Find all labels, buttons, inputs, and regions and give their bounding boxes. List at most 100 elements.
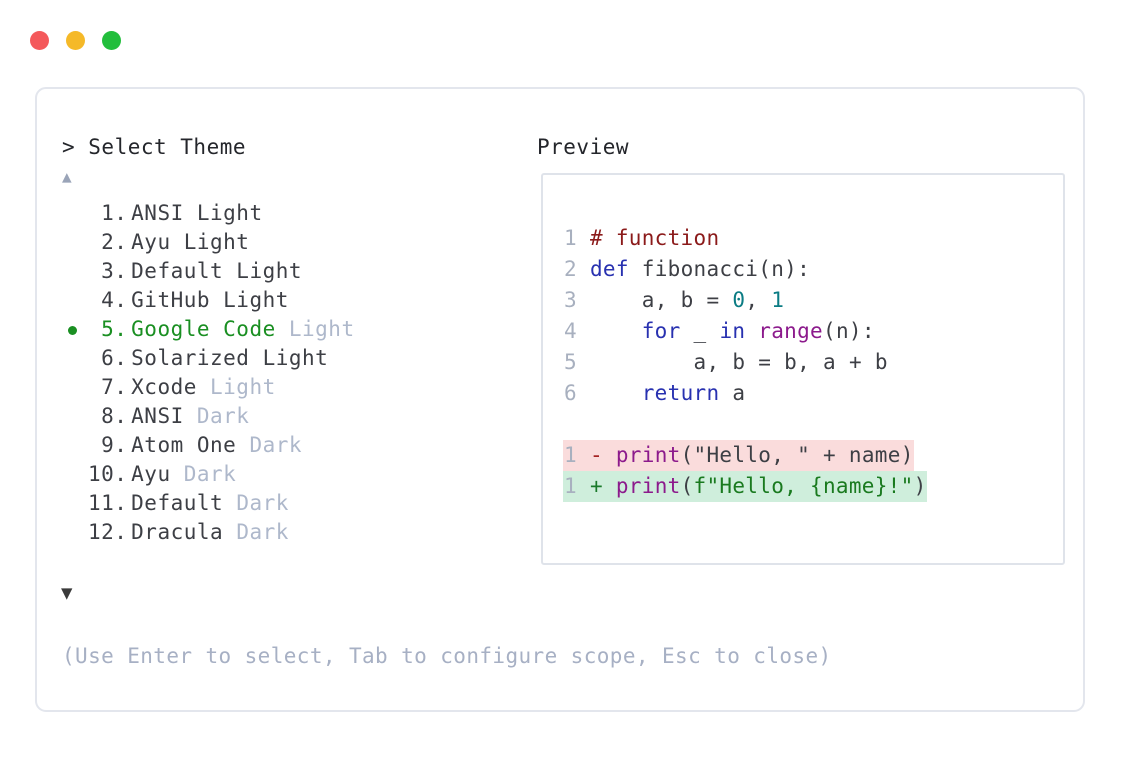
theme-list-item[interactable]: 8. ANSI Dark bbox=[62, 402, 532, 431]
code-token-plain: n bbox=[835, 319, 849, 343]
code-token-plain bbox=[590, 288, 642, 312]
theme-item-number: 4. bbox=[88, 288, 128, 312]
prompt-label: > Select Theme bbox=[62, 135, 247, 159]
theme-list-item[interactable]: 5. Google Code Light bbox=[62, 315, 532, 344]
preview-label: Preview bbox=[537, 135, 630, 159]
code-token-plain: + bbox=[848, 350, 862, 374]
diff-line-number: 1 bbox=[564, 474, 577, 498]
theme-item-number: 12. bbox=[88, 520, 128, 544]
code-token-plain bbox=[590, 319, 642, 343]
theme-item-name: Google Code bbox=[131, 317, 276, 341]
code-line-number: 5 bbox=[564, 350, 577, 374]
code-token-plain: = bbox=[706, 288, 720, 312]
theme-item-number: 11. bbox=[88, 491, 128, 515]
code-token-plain bbox=[629, 257, 642, 281]
theme-item-number: 8. bbox=[88, 404, 128, 428]
code-token-plain: fibonacci bbox=[641, 257, 759, 281]
scroll-down-arrow-icon[interactable]: ▼ bbox=[61, 582, 73, 604]
code-token-plain bbox=[719, 350, 732, 374]
code-token-plain bbox=[694, 288, 707, 312]
code-token-keyword: in bbox=[719, 319, 746, 343]
theme-list-item[interactable]: 3. Default Light bbox=[62, 257, 532, 286]
code-spacer bbox=[563, 409, 927, 440]
code-line-number: 6 bbox=[564, 381, 577, 405]
code-token-plain: n bbox=[771, 257, 785, 281]
code-token-func: range bbox=[758, 319, 823, 343]
code-token-plain bbox=[771, 350, 784, 374]
code-token-plain: + bbox=[823, 443, 836, 467]
code-token-plain: ): bbox=[848, 319, 875, 343]
theme-list[interactable]: 1. ANSI Light 2. Ayu Light 3. Default Li… bbox=[62, 199, 532, 547]
diff-highlight: 1 + print(f"Hello, {name}!") bbox=[563, 471, 927, 502]
code-token-plain: ( bbox=[680, 474, 694, 498]
code-token-func: print bbox=[615, 443, 681, 467]
theme-item-number: 10. bbox=[88, 462, 128, 486]
window-controls bbox=[30, 31, 121, 50]
code-token-plain bbox=[668, 288, 681, 312]
theme-list-item[interactable]: 6. Solarized Light bbox=[62, 344, 532, 373]
code-token-plain: (" bbox=[680, 443, 707, 467]
code-token-plain: Hello bbox=[706, 443, 772, 467]
code-token-plain: , bbox=[706, 350, 720, 374]
theme-item-name: Solarized Light bbox=[131, 346, 329, 370]
selected-bullet-icon bbox=[68, 326, 77, 335]
theme-item-number: 6. bbox=[88, 346, 128, 370]
diff-highlight: 1 - print("Hello, " + name) bbox=[563, 440, 914, 471]
theme-item-variant: Dark bbox=[170, 462, 237, 486]
theme-list-item[interactable]: 4. GitHub Light bbox=[62, 286, 532, 315]
theme-item-variant: Dark bbox=[223, 520, 289, 544]
theme-list-item[interactable]: 2. Ayu Light bbox=[62, 228, 532, 257]
theme-item-variant: Dark bbox=[236, 433, 303, 457]
code-line: 5 a, b = b, a + b bbox=[563, 347, 927, 378]
code-token-plain bbox=[745, 319, 758, 343]
code-token-number: 0 bbox=[732, 288, 746, 312]
close-button[interactable] bbox=[30, 31, 49, 50]
code-token-plain: a bbox=[641, 288, 655, 312]
maximize-button[interactable] bbox=[102, 31, 121, 50]
diff-marker: + bbox=[589, 474, 603, 498]
theme-list-item[interactable]: 7. Xcode Light bbox=[62, 373, 532, 402]
code-token-plain: ) bbox=[900, 443, 914, 467]
code-token-plain: = bbox=[758, 350, 772, 374]
code-token-plain: a bbox=[823, 350, 836, 374]
diff-line-number: 1 bbox=[564, 443, 577, 467]
code-token-plain bbox=[836, 350, 849, 374]
theme-item-number: 5. bbox=[88, 317, 128, 341]
theme-item-name: Default Light bbox=[131, 259, 303, 283]
code-token-plain bbox=[590, 381, 642, 405]
theme-list-item[interactable]: 10. Ayu Dark bbox=[62, 460, 532, 489]
theme-list-item[interactable]: 9. Atom One Dark bbox=[62, 431, 532, 460]
theme-item-name: Xcode bbox=[131, 375, 197, 399]
code-token-plain bbox=[590, 350, 694, 374]
code-line-number: 3 bbox=[564, 288, 577, 312]
theme-list-item[interactable]: 12. Dracula Dark bbox=[62, 518, 532, 547]
code-token-keyword: return bbox=[641, 381, 720, 405]
theme-item-number: 1. bbox=[88, 201, 128, 225]
theme-item-variant: Light bbox=[275, 317, 355, 341]
code-token-plain: , bbox=[745, 288, 759, 312]
theme-item-name: Ayu bbox=[131, 462, 171, 486]
code-line: 2 def fibonacci(n): bbox=[563, 254, 927, 285]
theme-item-number: 2. bbox=[88, 230, 128, 254]
theme-selector-card: > Select Theme ▲ 1. ANSI Light 2. Ayu Li… bbox=[35, 87, 1085, 712]
theme-item-number: 3. bbox=[88, 259, 128, 283]
diff-line-added: 1 + print(f"Hello, {name}!") bbox=[563, 471, 927, 502]
code-token-func: print bbox=[615, 474, 681, 498]
minimize-button[interactable] bbox=[66, 31, 85, 50]
theme-list-item[interactable]: 1. ANSI Light bbox=[62, 199, 532, 228]
code-token-plain bbox=[810, 350, 823, 374]
scroll-up-arrow-icon[interactable]: ▲ bbox=[62, 167, 72, 186]
code-token-plain bbox=[784, 443, 797, 467]
theme-item-name: GitHub Light bbox=[131, 288, 289, 312]
theme-list-item[interactable]: 11. Default Dark bbox=[62, 489, 532, 518]
code-line-number: 4 bbox=[564, 319, 577, 343]
code-token-plain bbox=[745, 350, 758, 374]
theme-item-name: Default bbox=[131, 491, 224, 515]
code-token-plain: b bbox=[680, 288, 694, 312]
diff-marker: - bbox=[589, 443, 603, 467]
theme-item-name: Dracula bbox=[131, 520, 224, 544]
code-token-plain: , bbox=[654, 288, 668, 312]
code-token-plain: b bbox=[874, 350, 888, 374]
code-token-plain bbox=[719, 381, 732, 405]
code-token-plain: a bbox=[732, 381, 746, 405]
